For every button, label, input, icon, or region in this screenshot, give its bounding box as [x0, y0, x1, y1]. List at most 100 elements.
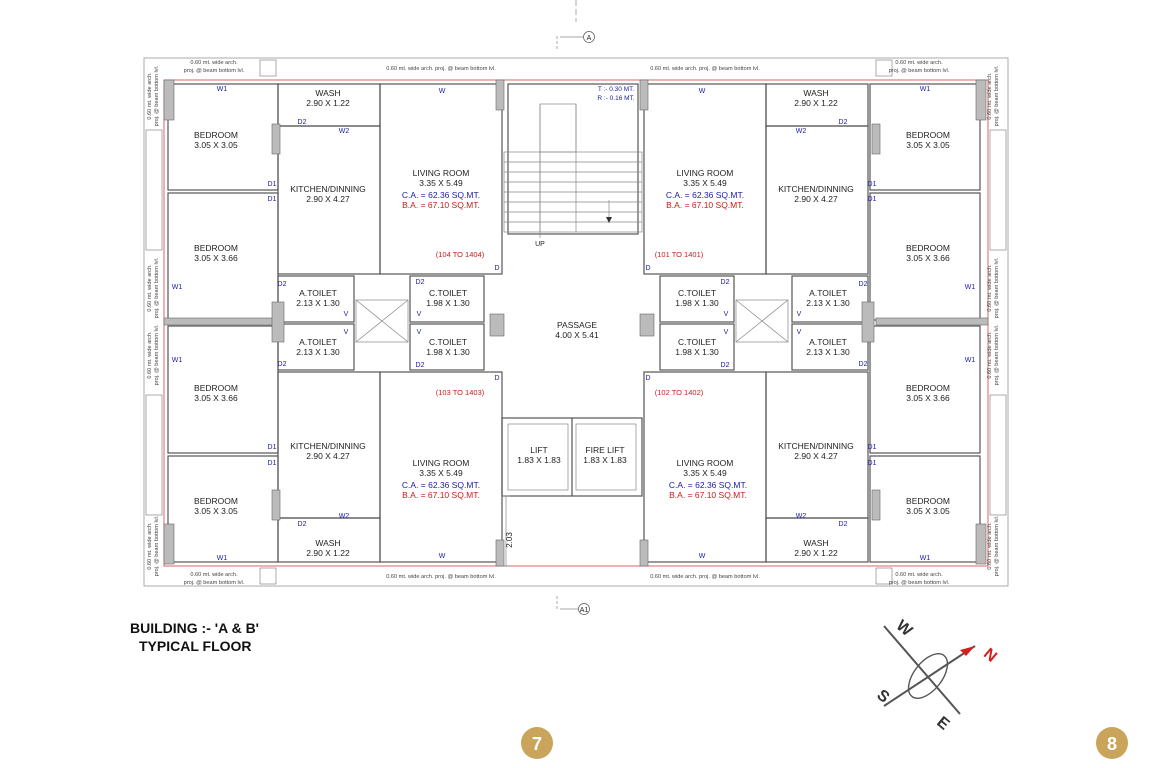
svg-text:W: W	[439, 553, 446, 560]
room-wash-left-top: WASH 2.90 X 1.22	[306, 88, 350, 108]
svg-text:2.90 X 4.27: 2.90 X 4.27	[794, 194, 838, 204]
room-ctoilet-right-bottom: C.TOILET 1.98 X 1.30	[675, 337, 719, 357]
stair-tread-note: T :- 0.30 MT.	[598, 86, 635, 93]
unit-range-bottom-left: (103 TO 1403)	[436, 388, 485, 397]
svg-text:WASH: WASH	[315, 538, 340, 548]
svg-text:2.13 X 1.30: 2.13 X 1.30	[806, 298, 850, 308]
svg-text:D2: D2	[298, 119, 307, 126]
svg-text:D1: D1	[868, 196, 877, 203]
page-number-badge-left: 7	[521, 727, 553, 759]
svg-text:A1: A1	[580, 607, 589, 614]
svg-text:BEDROOM: BEDROOM	[906, 383, 950, 393]
svg-text:proj. @ beam bottom lvl.: proj. @ beam bottom lvl.	[994, 257, 1000, 318]
svg-text:B.A. = 67.10 SQ.MT.: B.A. = 67.10 SQ.MT.	[402, 200, 480, 210]
svg-text:2.90 X 4.27: 2.90 X 4.27	[306, 194, 350, 204]
room-bedroom-right-2: BEDROOM 3.05 X 3.66	[906, 243, 950, 263]
svg-text:W1: W1	[217, 555, 228, 562]
svg-text:D2: D2	[278, 361, 287, 368]
svg-text:8: 8	[1107, 734, 1117, 754]
svg-text:D1: D1	[868, 460, 877, 467]
room-ctoilet-right-top: C.TOILET 1.98 X 1.30	[675, 288, 719, 308]
room-passage: PASSAGE 4.00 X 5.41	[555, 320, 599, 340]
svg-text:BEDROOM: BEDROOM	[194, 383, 238, 393]
room-kitchen-left-top: KITCHEN/DINNING 2.90 X 4.27	[290, 184, 366, 204]
svg-text:D1: D1	[868, 181, 877, 188]
room-bedroom-left-2: BEDROOM 3.05 X 3.66	[194, 243, 238, 263]
room-lift: LIFT 1.83 X 1.83	[517, 445, 561, 465]
svg-text:BEDROOM: BEDROOM	[906, 496, 950, 506]
svg-text:N: N	[980, 645, 1000, 665]
svg-text:W: W	[699, 553, 706, 560]
room-wash-right-bottom: WASH 2.90 X 1.22	[794, 538, 838, 558]
svg-text:4.00 X 5.41: 4.00 X 5.41	[555, 330, 599, 340]
projection-note-top-center-left: 0.60 mt. wide arch. proj. @ beam bottom …	[386, 66, 496, 72]
svg-text:W2: W2	[796, 513, 807, 520]
room-kitchen-left-bottom: KITCHEN/DINNING 2.90 X 4.27	[290, 441, 366, 461]
opening-markers: W1 W1 W1 W1 W2 W2 W W D2 D1 D1 D2 D2 D1 …	[172, 86, 976, 562]
svg-text:3.35 X 5.49: 3.35 X 5.49	[419, 178, 463, 188]
svg-text:3.05 X 3.66: 3.05 X 3.66	[194, 393, 238, 403]
room-living-right-bottom: LIVING ROOM 3.35 X 5.49 C.A. = 62.36 SQ.…	[669, 458, 747, 500]
svg-text:0.60 mt. wide arch.: 0.60 mt. wide arch.	[987, 331, 993, 379]
room-kitchen-right-bottom: KITCHEN/DINNING 2.90 X 4.27	[778, 441, 854, 461]
dimension-line	[502, 495, 510, 567]
svg-text:3.05 X 3.66: 3.05 X 3.66	[906, 393, 950, 403]
svg-text:1.83 X 1.83: 1.83 X 1.83	[583, 455, 627, 465]
room-atoilet-left-top: A.TOILET 2.13 X 1.30	[296, 288, 340, 308]
projection-notes-left-side: 0.60 mt. wide arch. proj. @ beam bottom …	[147, 65, 160, 576]
svg-text:LIVING ROOM: LIVING ROOM	[677, 168, 734, 178]
svg-text:2.90 X 4.27: 2.90 X 4.27	[306, 451, 350, 461]
svg-text:B.A. = 67.10 SQ.MT.: B.A. = 67.10 SQ.MT.	[402, 490, 480, 500]
svg-text:W: W	[699, 88, 706, 95]
svg-text:3.35 X 5.49: 3.35 X 5.49	[683, 468, 727, 478]
svg-text:BEDROOM: BEDROOM	[194, 496, 238, 506]
svg-text:W1: W1	[965, 357, 976, 364]
svg-text:KITCHEN/DINNING: KITCHEN/DINNING	[290, 441, 366, 451]
room-bedroom-left-3: BEDROOM 3.05 X 3.66	[194, 383, 238, 403]
room-ctoilet-left-bottom: C.TOILET 1.98 X 1.30	[426, 337, 470, 357]
stair-riser-note: R :- 0.16 MT.	[597, 95, 634, 102]
svg-text:FIRE LIFT: FIRE LIFT	[585, 445, 624, 455]
svg-text:3.05 X 3.05: 3.05 X 3.05	[194, 506, 238, 516]
unit-range-top-right: (101 TO 1401)	[655, 250, 704, 259]
svg-text:0.60 mt. wide arch.: 0.60 mt. wide arch.	[895, 60, 943, 66]
svg-text:W2: W2	[339, 513, 350, 520]
svg-text:LIVING ROOM: LIVING ROOM	[677, 458, 734, 468]
drawing-title: BUILDING :- 'A & B'	[130, 620, 259, 636]
svg-text:3.05 X 3.05: 3.05 X 3.05	[906, 140, 950, 150]
svg-text:D1: D1	[868, 444, 877, 451]
svg-text:0.60 mt. wide arch.: 0.60 mt. wide arch.	[190, 60, 238, 66]
room-atoilet-right-bottom: A.TOILET 2.13 X 1.30	[806, 337, 850, 357]
svg-text:0.60 mt. wide arch.: 0.60 mt. wide arch.	[987, 72, 993, 120]
svg-text:A.TOILET: A.TOILET	[299, 337, 337, 347]
svg-text:BEDROOM: BEDROOM	[194, 130, 238, 140]
compass-icon: W N S E	[873, 617, 999, 734]
staircase	[503, 103, 643, 238]
svg-text:W1: W1	[920, 86, 931, 93]
svg-text:A: A	[587, 35, 592, 42]
svg-text:proj. @ beam bottom lvl.: proj. @ beam bottom lvl.	[154, 257, 160, 318]
svg-text:0.60 mt. wide arch.: 0.60 mt. wide arch.	[190, 572, 238, 578]
svg-text:W1: W1	[172, 284, 183, 291]
svg-text:2.90 X 1.22: 2.90 X 1.22	[306, 548, 350, 558]
svg-text:3.05 X 3.05: 3.05 X 3.05	[906, 506, 950, 516]
room-bedroom-left-4: BEDROOM 3.05 X 3.05	[194, 496, 238, 516]
svg-text:C.A. = 62.36 SQ.MT.: C.A. = 62.36 SQ.MT.	[669, 480, 747, 490]
svg-text:A.TOILET: A.TOILET	[809, 337, 847, 347]
svg-text:C.A. = 62.36 SQ.MT.: C.A. = 62.36 SQ.MT.	[402, 480, 480, 490]
svg-text:proj. @ beam bottom lvl.: proj. @ beam bottom lvl.	[994, 324, 1000, 385]
svg-text:2.90 X 4.27: 2.90 X 4.27	[794, 451, 838, 461]
svg-text:C.A. = 62.36 SQ.MT.: C.A. = 62.36 SQ.MT.	[402, 190, 480, 200]
svg-text:D: D	[494, 375, 499, 382]
stair-up-label: UP	[535, 241, 545, 248]
projection-note-bottom-left: 0.60 mt. wide arch. proj. @ beam bottom …	[184, 572, 245, 586]
svg-text:BEDROOM: BEDROOM	[906, 243, 950, 253]
projection-note-bottom-center-right: 0.60 mt. wide arch. proj. @ beam bottom …	[650, 574, 760, 580]
svg-text:BEDROOM: BEDROOM	[194, 243, 238, 253]
svg-text:D2: D2	[416, 362, 425, 369]
svg-text:S: S	[873, 687, 892, 707]
room-bedroom-right-1: BEDROOM 3.05 X 3.05	[906, 130, 950, 150]
svg-text:LIFT: LIFT	[530, 445, 547, 455]
svg-text:proj. @ beam bottom lvl.: proj. @ beam bottom lvl.	[889, 68, 950, 74]
